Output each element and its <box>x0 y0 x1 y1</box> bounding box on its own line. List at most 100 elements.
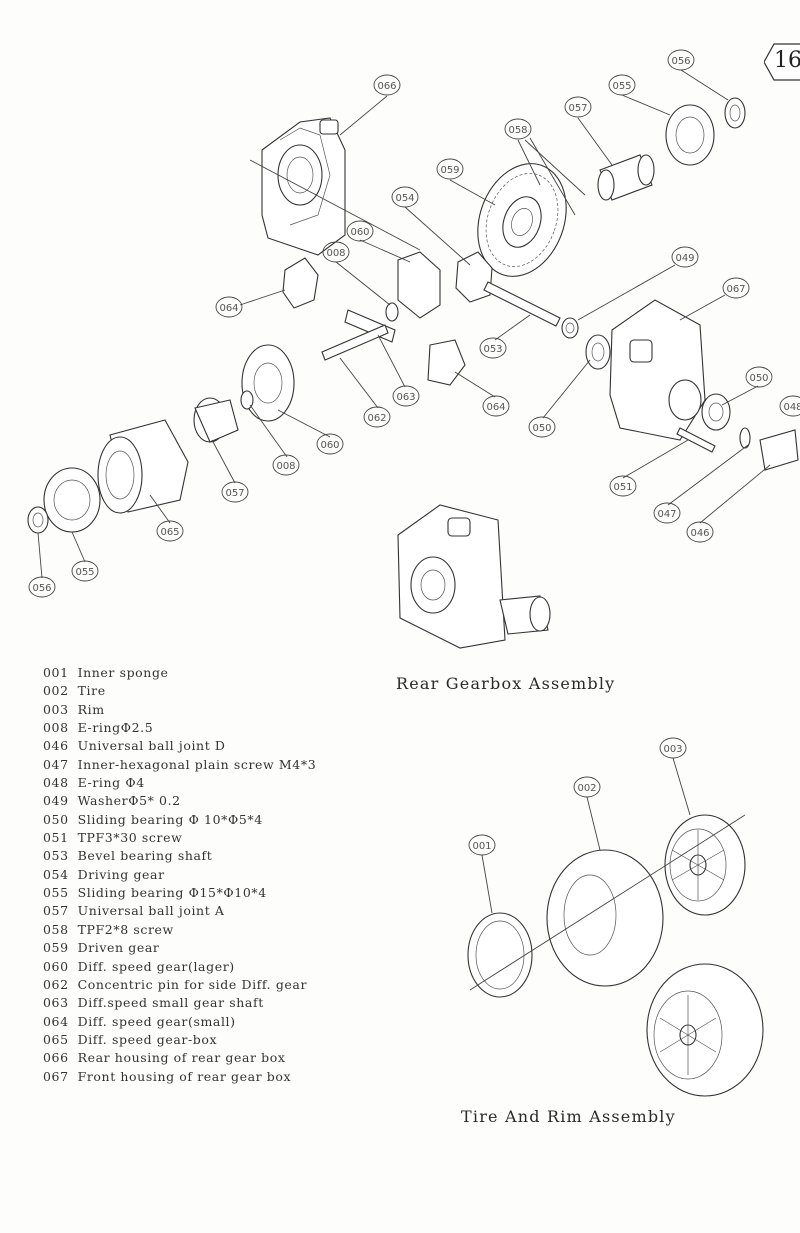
parts-list-item: 050 Sliding bearing Φ 10*Φ5*4 <box>43 811 316 829</box>
svg-text:055: 055 <box>612 81 631 92</box>
svg-text:060: 060 <box>350 227 369 238</box>
part-name: Diff. speed gear(lager) <box>77 958 235 974</box>
parts-list-item: 060 Diff. speed gear(lager) <box>43 958 316 976</box>
parts-list-item: 057 Universal ball joint A <box>43 902 316 920</box>
svg-text:047: 047 <box>657 509 676 520</box>
part-name: Diff. speed gear(small) <box>77 1013 236 1029</box>
part-name: Rear housing of rear gear box <box>77 1050 286 1066</box>
bearing-top-drawing <box>665 97 746 166</box>
parts-list-item: 065 Diff. speed gear-box <box>43 1031 316 1049</box>
part-name: Inner sponge <box>77 665 169 680</box>
callout-059: 059 <box>436 158 464 180</box>
part-code: 055 <box>43 885 69 901</box>
callout-050-right: 050 <box>745 366 773 388</box>
part-code: 058 <box>43 921 69 937</box>
bearing-left-drawing <box>27 467 101 534</box>
callout-066: 066 <box>373 74 401 96</box>
part-name: TPF2*8 screw <box>77 921 174 937</box>
page-number: 16 <box>774 48 800 73</box>
svg-text:067: 067 <box>726 284 745 295</box>
callout-051: 051 <box>609 475 637 497</box>
part-code: 001 <box>43 665 69 680</box>
part-code: 003 <box>43 701 69 717</box>
callout-056-top: 056 <box>667 49 695 71</box>
part-name: Sliding bearing Φ 10*Φ5*4 <box>77 811 263 827</box>
parts-list-item: 059 Driven gear <box>43 939 316 957</box>
part-name: Concentric pin for side Diff. gear <box>77 976 308 992</box>
svg-text:053: 053 <box>483 344 502 355</box>
parts-list-item: 055 Sliding bearing Φ15*Φ10*4 <box>43 884 316 902</box>
svg-text:008: 008 <box>326 248 345 259</box>
parts-list-item: 058 TPF2*8 screw <box>43 921 316 939</box>
callout-008-bottom: 008 <box>272 454 300 476</box>
svg-text:056: 056 <box>32 583 51 594</box>
callout-050-left: 050 <box>528 416 556 438</box>
part-code: 065 <box>43 1031 69 1047</box>
svg-text:002: 002 <box>577 783 596 794</box>
part-name: TPF3*30 screw <box>77 830 183 846</box>
parts-list-item: 008 E-ringΦ2.5 <box>43 719 316 737</box>
svg-text:065: 065 <box>160 527 179 538</box>
svg-text:001: 001 <box>472 841 491 852</box>
driving-gear-drawing <box>455 251 579 339</box>
part-code: 049 <box>43 793 69 809</box>
part-code: 057 <box>43 903 69 919</box>
parts-list-item: 063 Diff.speed small gear shaft <box>43 994 316 1012</box>
callout-055-bottom: 055 <box>71 560 99 582</box>
part-name: Inner-hexagonal plain screw M4*3 <box>77 756 317 772</box>
svg-text:049: 049 <box>675 253 694 264</box>
parts-list-item: 002 Tire <box>43 682 316 700</box>
parts-list-item: 051 TPF3*30 screw <box>43 829 316 847</box>
callout-056-bottom: 056 <box>28 576 56 598</box>
driven-gear-drawing <box>477 163 567 277</box>
svg-text:008: 008 <box>276 461 295 472</box>
callout-047: 047 <box>653 502 681 524</box>
part-code: 051 <box>43 830 69 846</box>
callout-046: 046 <box>686 521 714 543</box>
part-code: 067 <box>43 1068 69 1084</box>
part-name: Sliding bearing Φ15*Φ10*4 <box>77 885 267 901</box>
callout-060-top: 060 <box>346 220 374 242</box>
front-housing-hardware-drawing <box>676 393 799 471</box>
svg-text:050: 050 <box>532 423 551 434</box>
part-code: 062 <box>43 976 69 992</box>
svg-text:046: 046 <box>690 528 709 539</box>
callout-001: 001 <box>468 834 496 856</box>
front-housing-drawing <box>585 299 706 441</box>
part-name: Universal ball joint A <box>77 903 225 919</box>
diff-gears-drawing <box>240 251 466 422</box>
page-number-badge: 16 <box>764 42 800 82</box>
part-code: 046 <box>43 738 69 754</box>
part-code: 060 <box>43 958 69 974</box>
tire-rim-drawing <box>467 814 764 1097</box>
leader-lines <box>37 69 771 914</box>
part-code: 048 <box>43 775 69 791</box>
callout-002: 002 <box>573 776 601 798</box>
part-name: Driving gear <box>77 866 165 882</box>
parts-list-item: 066 Rear housing of rear gear box <box>43 1049 316 1067</box>
rear-gearbox-caption: Rear Gearbox Assembly <box>396 674 616 693</box>
diff-gearbox-drum-drawing <box>97 397 239 514</box>
callout-008-top: 008 <box>322 241 350 263</box>
parts-list-item: 049 WasherΦ5* 0.2 <box>43 792 316 810</box>
parts-list-item: 062 Concentric pin for side Diff. gear <box>43 976 316 994</box>
svg-text:058: 058 <box>508 125 527 136</box>
part-code: 008 <box>43 720 69 736</box>
svg-text:003: 003 <box>663 744 682 755</box>
svg-text:059: 059 <box>440 165 459 176</box>
svg-text:057: 057 <box>225 488 244 499</box>
svg-text:048: 048 <box>783 402 800 413</box>
svg-text:056: 056 <box>671 56 690 67</box>
part-code: 047 <box>43 756 69 772</box>
parts-list-item: 048 E-ring Φ4 <box>43 774 316 792</box>
callout-062: 062 <box>363 406 391 428</box>
part-name: Tire <box>77 683 106 699</box>
svg-text:064: 064 <box>486 402 505 413</box>
part-name: Bevel bearing shaft <box>77 848 213 864</box>
part-code: 066 <box>43 1050 69 1066</box>
part-code: 050 <box>43 811 69 827</box>
svg-text:062: 062 <box>367 413 386 424</box>
callout-003: 003 <box>659 737 687 759</box>
parts-list-item: 003 Rim <box>43 701 316 719</box>
